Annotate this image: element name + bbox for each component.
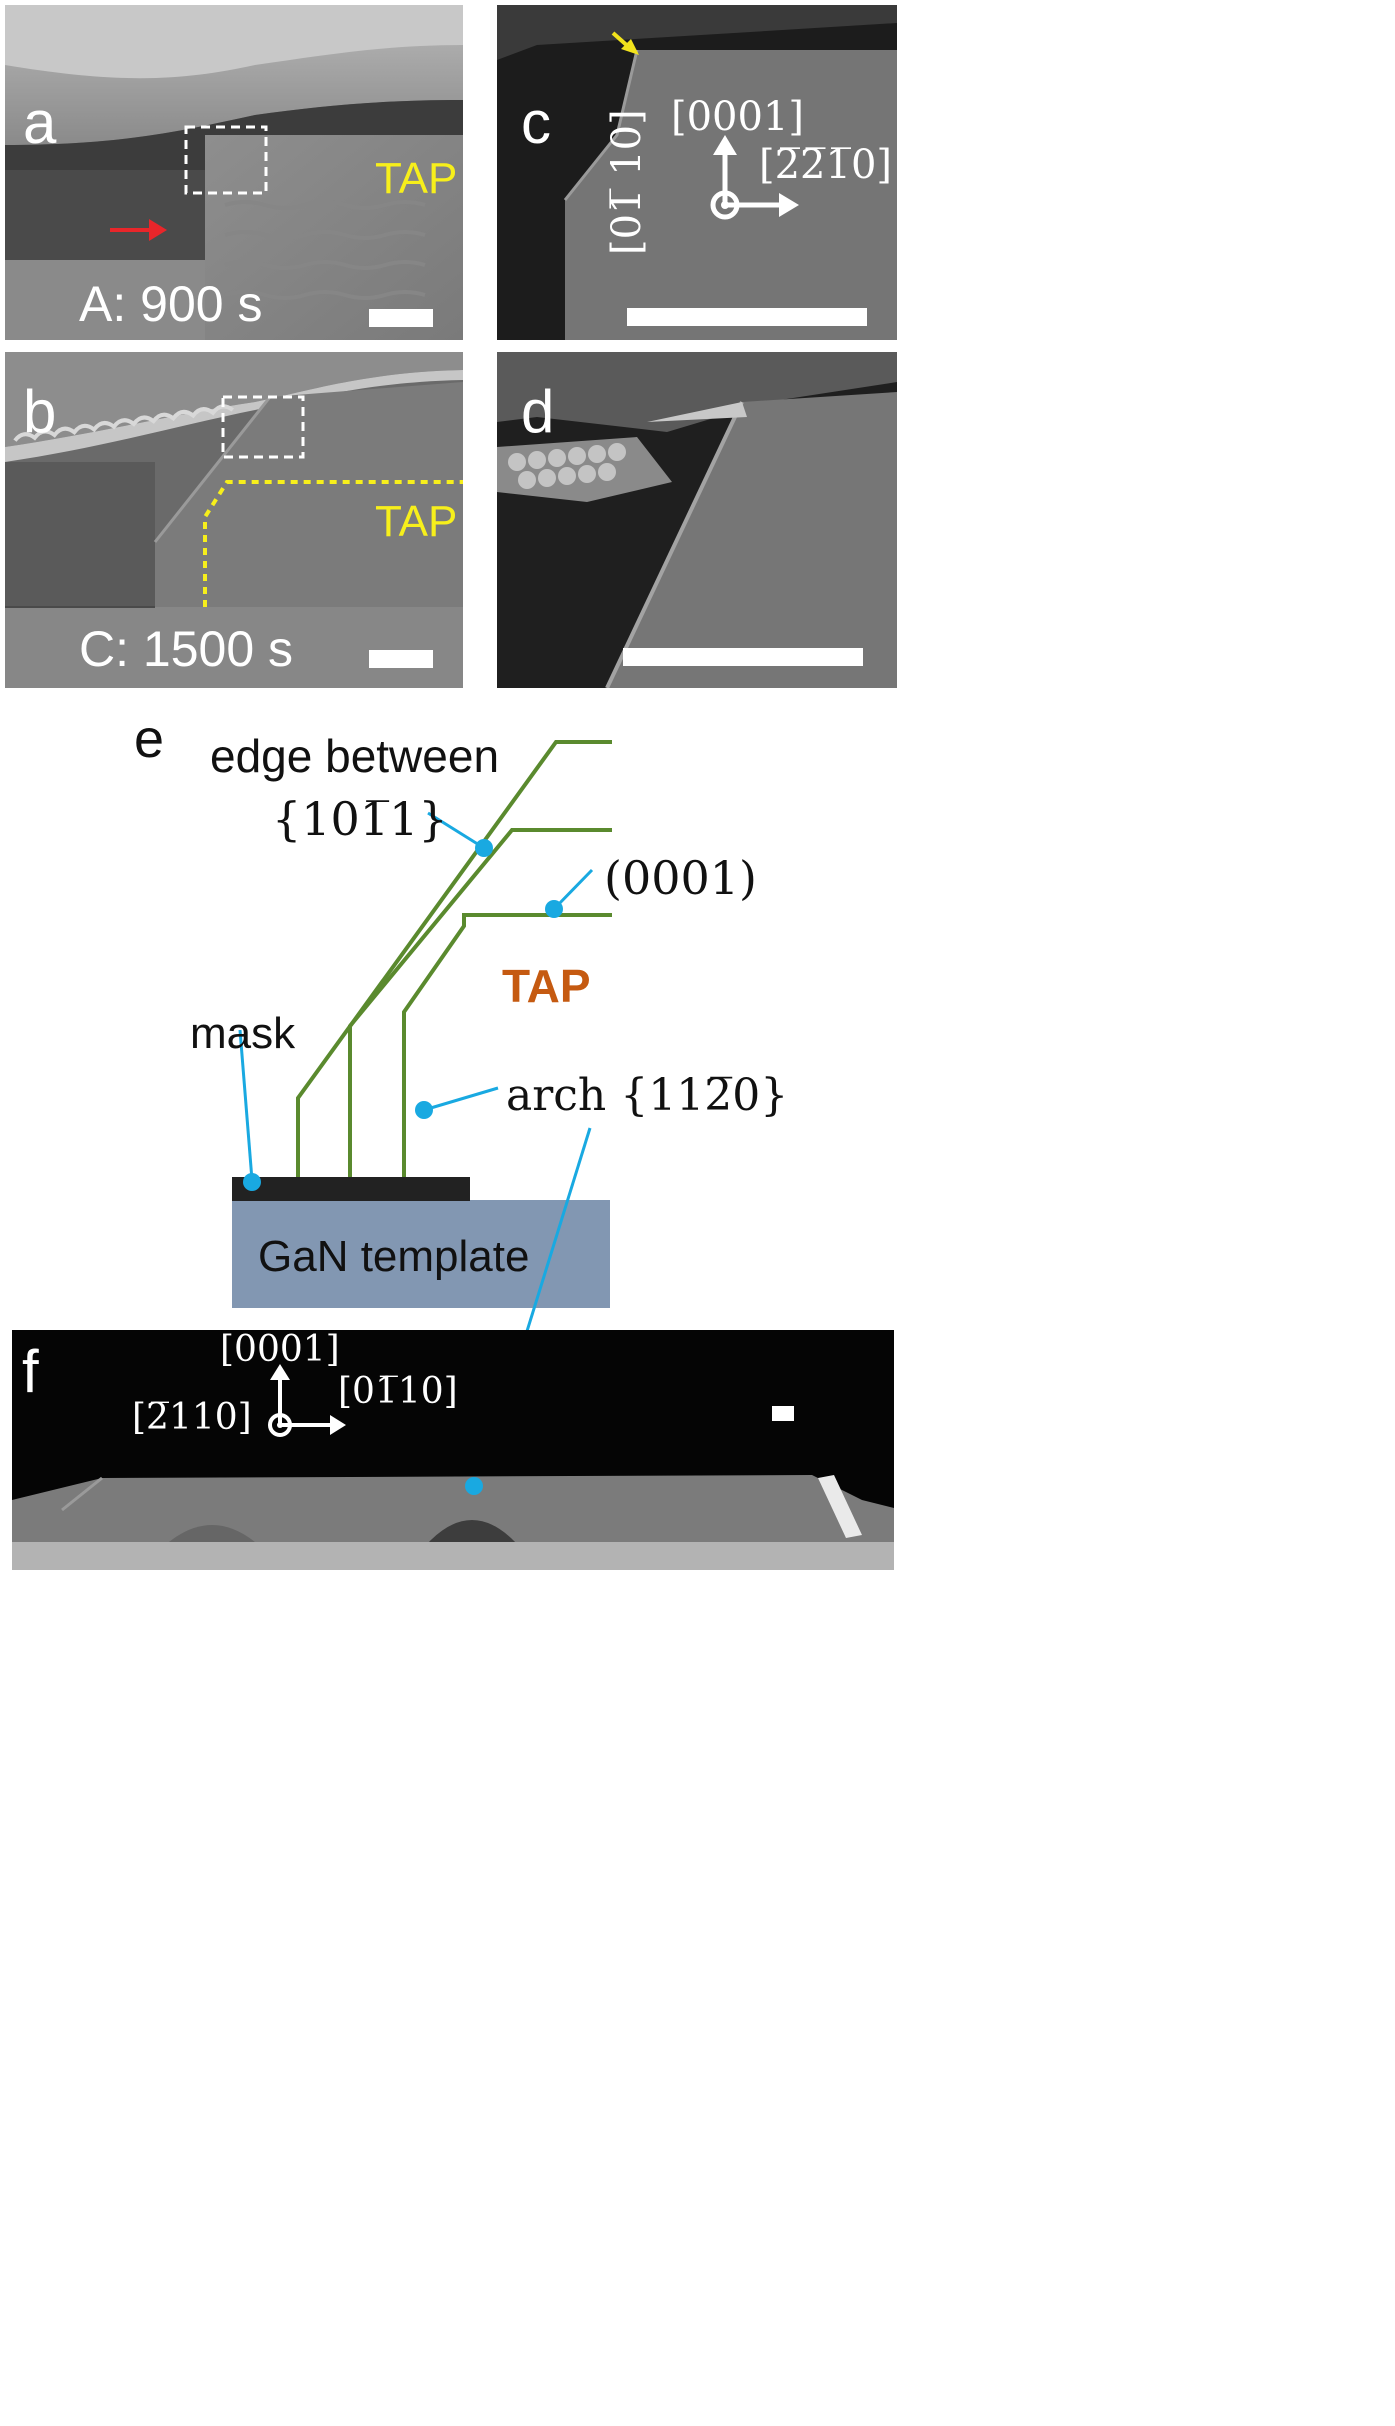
crystal-axes-f xyxy=(268,1375,334,1437)
mask-bar xyxy=(232,1177,470,1201)
sem-image-c xyxy=(497,5,897,340)
crystal-axes-c xyxy=(710,148,787,220)
direction-label-up-f: [0001] xyxy=(220,1330,340,1370)
sem-image-f xyxy=(12,1330,894,1570)
edge-label-line1: edge between xyxy=(210,730,500,782)
panel-letter-f: f xyxy=(22,1338,39,1405)
gan-template-label: GaN template xyxy=(258,1232,530,1281)
panel-letter-e: e xyxy=(134,709,165,769)
scale-bar xyxy=(369,309,433,327)
facet-outlines xyxy=(296,740,612,1177)
red-arrow-icon xyxy=(110,219,167,241)
direction-label-up-c: [0001] xyxy=(671,94,805,140)
gan-template-block xyxy=(232,1200,610,1308)
direction-label-out-c: [01̅ 10] xyxy=(604,109,650,255)
mask-label: mask xyxy=(190,1009,296,1058)
panel-letter-c: c xyxy=(521,89,551,156)
schematic-panel-e: e edge between {101̅1} (0001) TAP mask a… xyxy=(0,700,1395,1340)
tap-label-a: TAP xyxy=(375,154,458,203)
yellow-arrow-icon xyxy=(611,31,639,55)
pointer-dots xyxy=(243,839,563,1191)
inset-box-a xyxy=(184,125,268,195)
panel-letter-b: b xyxy=(23,378,57,445)
tap-label-e: TAP xyxy=(502,960,591,1012)
sem-image-d xyxy=(497,352,897,688)
sem-panel-c: c [0001] [2̅2̅1̅0] [01̅ 10] xyxy=(497,5,897,340)
direction-label-right-c: [2̅2̅1̅0] xyxy=(759,142,893,188)
sem-panel-b: b TAP C: 1500 s xyxy=(5,352,463,688)
scale-bar xyxy=(627,308,867,326)
pointer-dot-f xyxy=(465,1477,483,1495)
inset-box-b xyxy=(221,395,305,459)
condition-label-b: C: 1500 s xyxy=(79,621,294,677)
sem-panel-d: d xyxy=(497,352,897,688)
arch-label: arch {112̅0} xyxy=(506,1070,789,1121)
scale-bar xyxy=(623,648,863,666)
sem-panel-f: f [0001] [2̅110] [01̅10] xyxy=(12,1330,894,1570)
schematic-drawing-e xyxy=(232,740,612,1340)
panel-letter-d: d xyxy=(521,378,555,445)
scale-bar xyxy=(369,650,433,668)
direction-label-right-f: [01̅10] xyxy=(338,1371,458,1412)
pointer-lines xyxy=(238,811,594,1340)
sem-image-b xyxy=(5,352,463,688)
plane-0001-label: (0001) xyxy=(604,851,757,905)
tap-label-b: TAP xyxy=(375,497,458,546)
panel-letter-a: a xyxy=(23,89,57,156)
edge-label-line2: {101̅1} xyxy=(272,792,448,846)
sem-image-a xyxy=(5,5,463,340)
sem-panel-a: a TAP A: 900 s xyxy=(5,5,463,340)
condition-label-a: A: 900 s xyxy=(79,276,263,332)
direction-label-left-f: [2̅110] xyxy=(132,1397,252,1438)
scale-bar xyxy=(772,1406,794,1421)
